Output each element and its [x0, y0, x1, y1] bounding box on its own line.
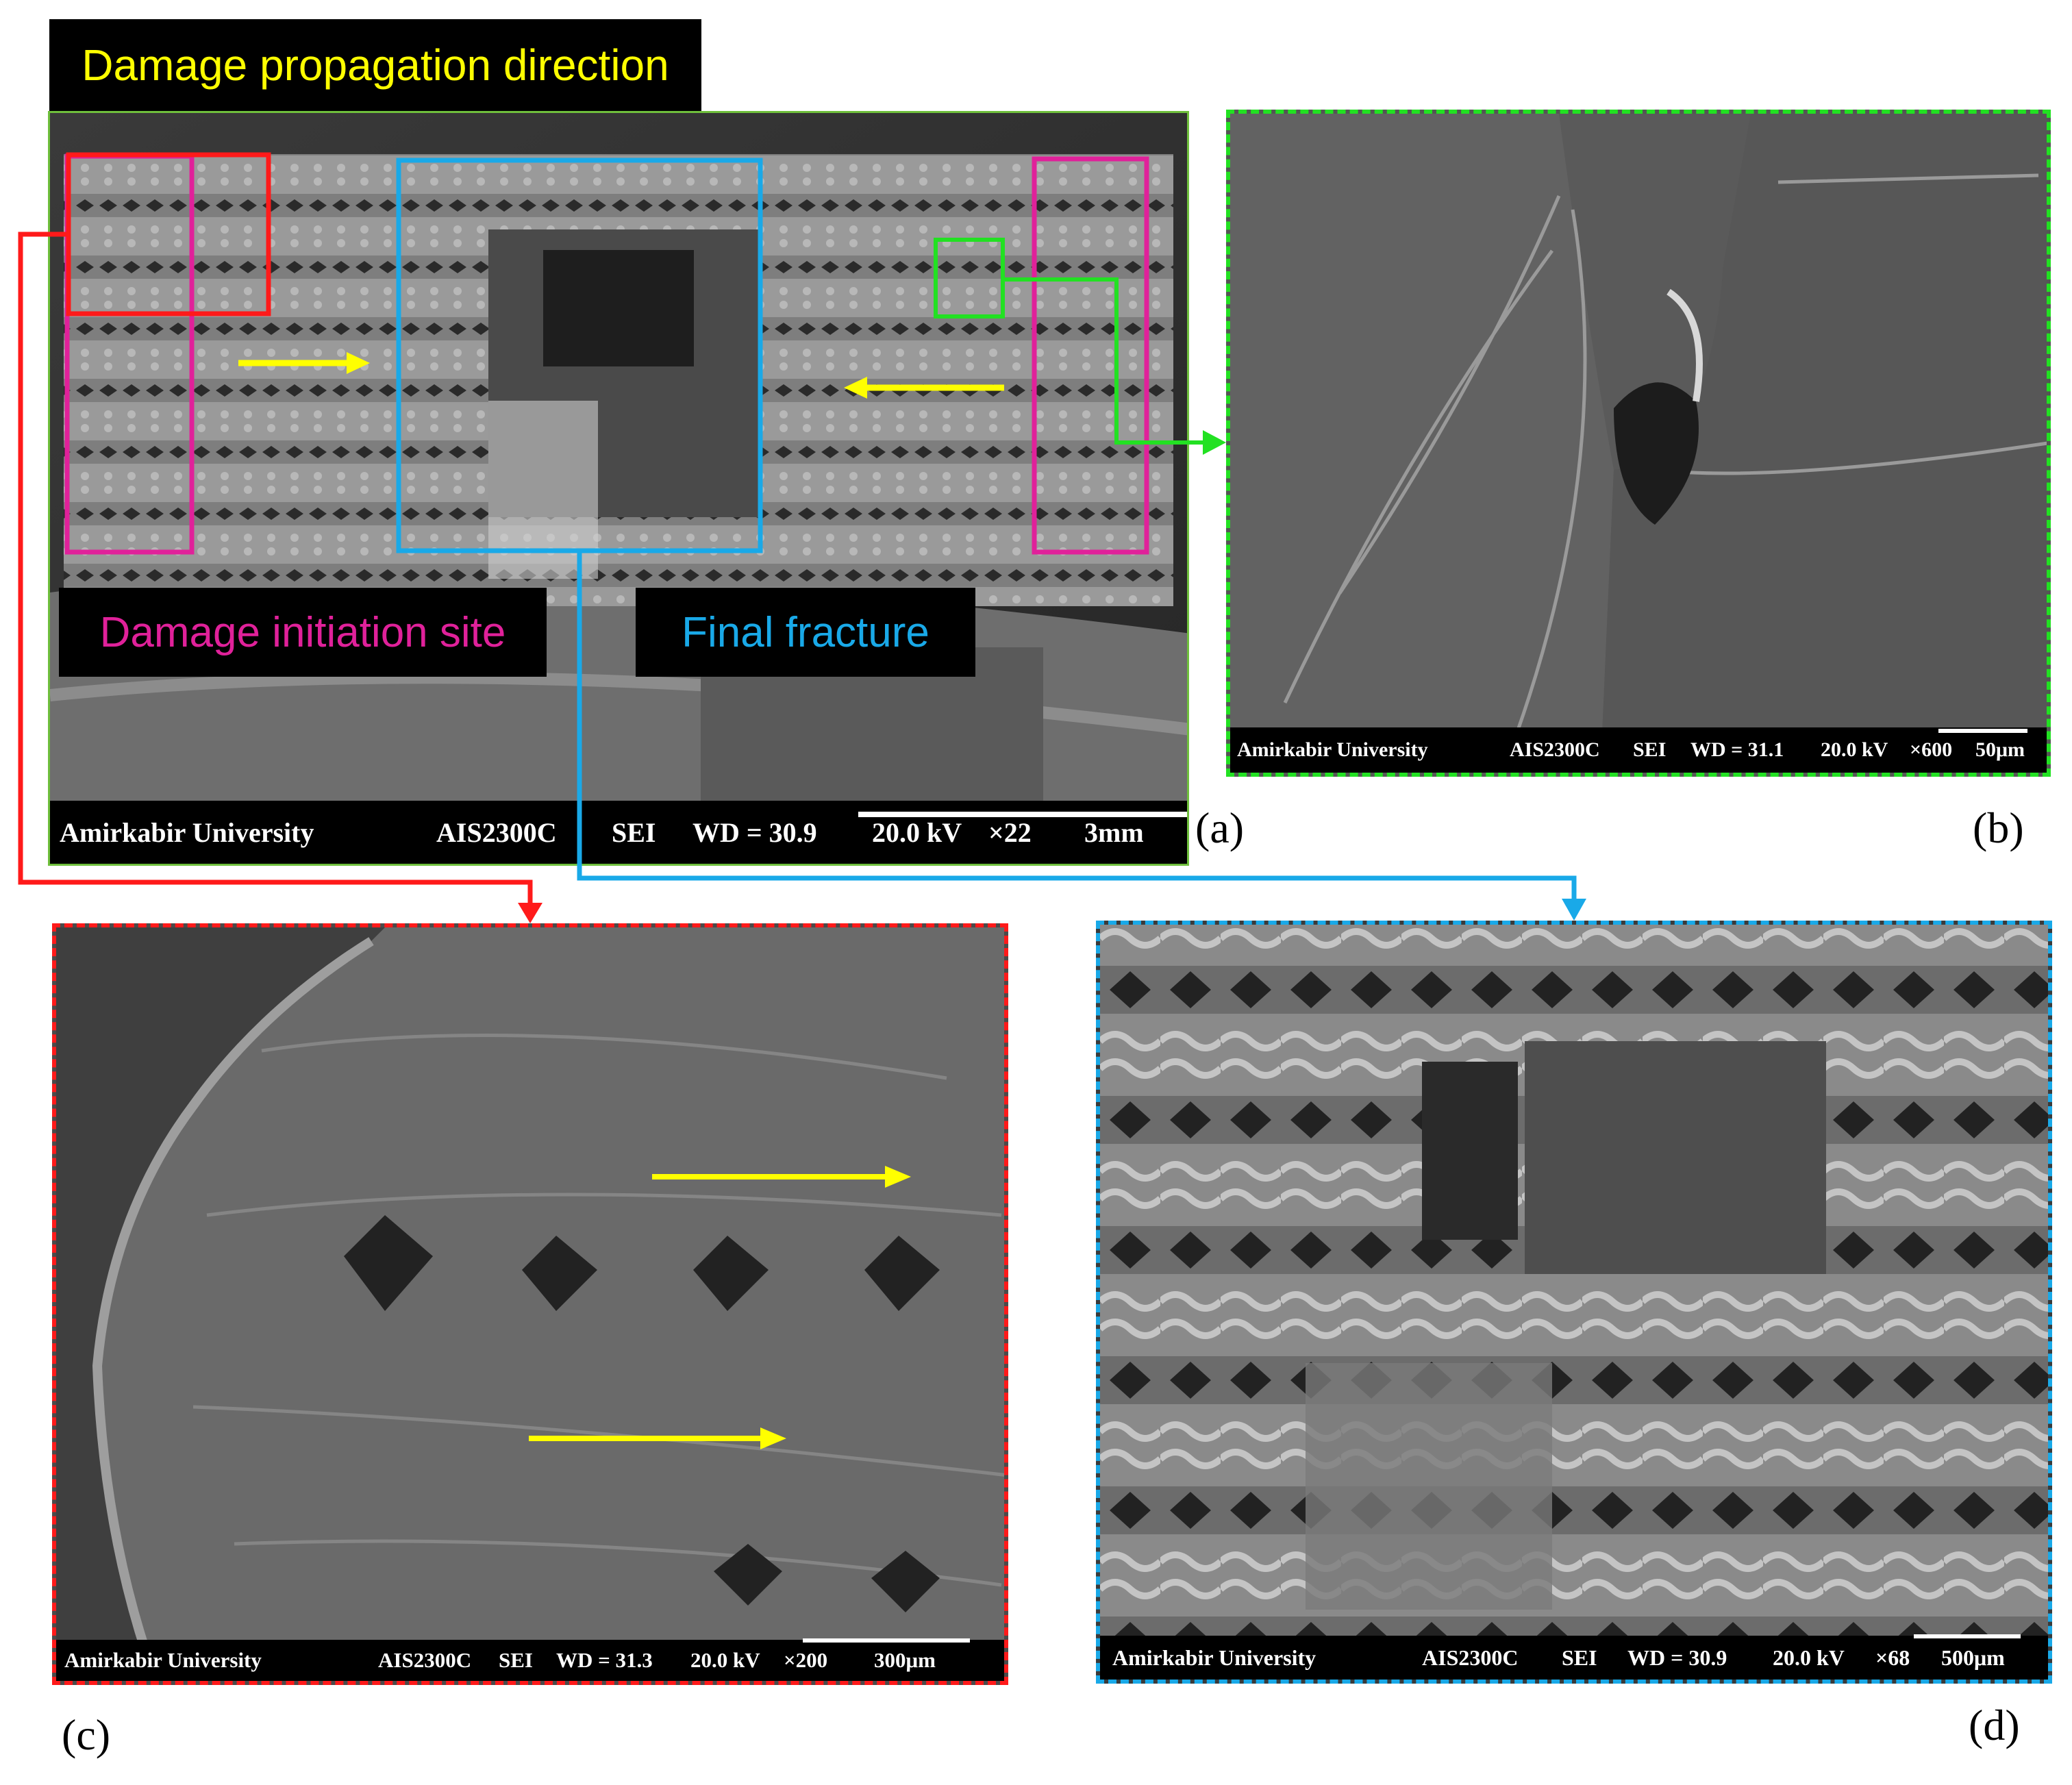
sem-texture-a: [50, 113, 1187, 864]
sem-image-d: Amirkabir University AIS2300C SEI WD = 3…: [1096, 921, 2052, 1684]
scale-bar-d: [1914, 1634, 2021, 1638]
final-fracture-label: Final fracture: [682, 608, 929, 656]
propagation-title-box: Damage propagation direction: [49, 19, 701, 111]
info-wd-d: WD = 30.9: [1627, 1645, 1727, 1670]
initiation-label-box: Damage initiation site: [59, 588, 547, 677]
info-scale-d: 500μm: [1941, 1645, 2005, 1670]
connector-blue-arrowhead: [1562, 899, 1586, 921]
scale-bar-b: [1938, 729, 2027, 733]
info-model-c: AIS2300C: [378, 1648, 472, 1672]
info-kv-c: 20.0 kV: [690, 1648, 760, 1672]
info-kv-a: 20.0 kV: [872, 816, 962, 848]
info-university-d: Amirkabir University: [1112, 1645, 1316, 1670]
info-scale-c: 300μm: [874, 1648, 936, 1672]
info-university-b: Amirkabir University: [1237, 738, 1428, 761]
sem-texture-b: [1230, 114, 2047, 773]
info-wd-b: WD = 31.1: [1690, 738, 1784, 761]
scale-bar-a: [858, 812, 1187, 817]
info-model-d: AIS2300C: [1422, 1645, 1519, 1670]
propagation-title: Damage propagation direction: [82, 40, 669, 90]
panel-letter-c: (c): [62, 1710, 111, 1759]
info-scale-b: 50μm: [1975, 738, 2025, 761]
sem-texture-c: [56, 927, 1004, 1681]
info-mode-c: SEI: [499, 1648, 533, 1672]
info-mode-a: SEI: [612, 816, 656, 848]
info-bar-d: Amirkabir University AIS2300C SEI WD = 3…: [1100, 1636, 2048, 1680]
panel-letter-b: (b): [1973, 803, 2024, 852]
info-mag-a: ×22: [988, 816, 1032, 848]
panel-letter-a: (a): [1195, 803, 1245, 852]
sem-texture-d: [1100, 925, 2048, 1680]
info-mag-c: ×200: [784, 1648, 828, 1672]
info-scale-a: 3mm: [1084, 816, 1144, 848]
info-university-c: Amirkabir University: [64, 1648, 262, 1672]
sem-image-a: Amirkabir University AIS2300C SEI WD = 3…: [48, 111, 1189, 866]
final-fracture-label-box: Final fracture: [636, 588, 975, 677]
connector-green-arrowhead: [1203, 430, 1226, 455]
connector-red-arrowhead: [518, 903, 542, 923]
sem-image-b: Amirkabir University AIS2300C SEI WD = 3…: [1226, 110, 2051, 777]
initiation-label: Damage initiation site: [99, 608, 506, 656]
info-model-b: AIS2300C: [1510, 738, 1600, 761]
info-wd-a: WD = 30.9: [692, 816, 817, 848]
info-bar-a: Amirkabir University AIS2300C SEI WD = 3…: [50, 801, 1187, 864]
info-mag-d: ×68: [1875, 1645, 1910, 1670]
scale-bar-c: [803, 1638, 970, 1643]
info-bar-b: Amirkabir University AIS2300C SEI WD = 3…: [1230, 727, 2047, 773]
info-bar-c: Amirkabir University AIS2300C SEI WD = 3…: [56, 1640, 1004, 1681]
info-wd-c: WD = 31.3: [556, 1648, 653, 1672]
info-model-a: AIS2300C: [436, 816, 557, 848]
info-university-a: Amirkabir University: [60, 816, 314, 848]
panel-letter-d: (d): [1969, 1701, 2020, 1749]
info-mag-b: ×600: [1910, 738, 1953, 761]
info-kv-b: 20.0 kV: [1821, 738, 1888, 761]
sem-image-c: Amirkabir University AIS2300C SEI WD = 3…: [52, 923, 1008, 1685]
info-kv-d: 20.0 kV: [1773, 1645, 1845, 1670]
info-mode-d: SEI: [1562, 1645, 1597, 1670]
info-mode-b: SEI: [1633, 738, 1667, 761]
